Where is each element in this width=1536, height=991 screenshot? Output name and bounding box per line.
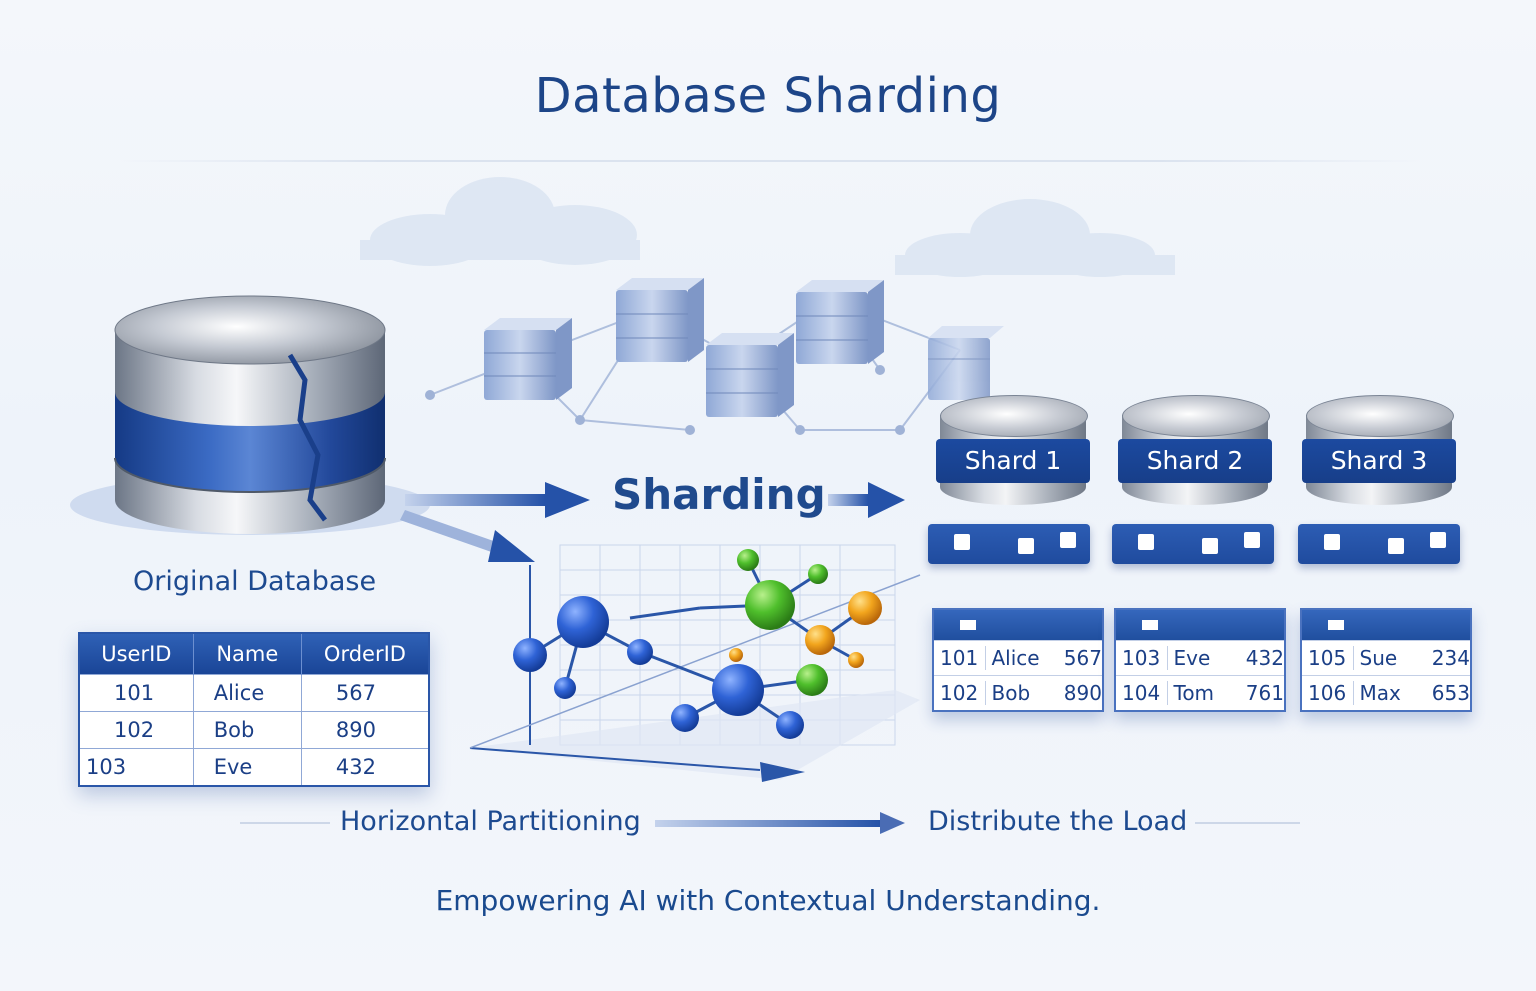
title-divider — [120, 160, 1420, 162]
table-cell: 101 — [79, 674, 194, 712]
table-cell: 102 — [79, 711, 194, 749]
table-row: 101 Alice 567 — [79, 674, 429, 712]
flow-arrow-icon — [655, 812, 905, 834]
table-cell: 653 — [1431, 681, 1470, 705]
table-cell: Tom — [1173, 681, 1215, 705]
server-icon — [616, 278, 704, 362]
network-nodes — [425, 365, 905, 435]
server-icon — [706, 333, 794, 417]
cloud-right — [895, 199, 1175, 277]
table-header-row: UserID Name OrderID — [79, 633, 429, 675]
original-database-label: Original Database — [133, 566, 377, 597]
shard-1-puzzle-icon — [928, 524, 1090, 564]
table-row: 102 Bob 890 — [934, 675, 1102, 710]
plane-frame — [469, 565, 921, 782]
column-header: Name — [193, 633, 302, 675]
table-row: 105 Sue 234 — [1302, 640, 1470, 675]
sharding-label: Sharding — [612, 470, 826, 519]
table-cell: 890 — [1063, 681, 1102, 705]
table-row: 103 Eve 432 — [79, 748, 429, 786]
horizontal-partitioning-label: Horizontal Partitioning — [340, 806, 641, 837]
server-icon — [928, 326, 1004, 400]
shard-2-label: Shard 2 — [1118, 439, 1272, 483]
table-cell: 105 — [1302, 646, 1354, 670]
table-row: 102 Bob 890 — [79, 711, 429, 749]
table-row: 106 Max 653 — [1302, 675, 1470, 710]
table-cell: Bob — [991, 681, 1031, 705]
table-cell: 103 — [1116, 646, 1168, 670]
table-cell: 567 — [301, 674, 429, 712]
table-cell: Max — [1359, 681, 1401, 705]
table-row: 104 Tom 761 — [1116, 675, 1284, 710]
table-cell: 102 — [934, 681, 986, 705]
shard-1-database-icon: Shard 1 — [936, 395, 1090, 510]
shard-3-database-icon: Shard 3 — [1302, 395, 1456, 510]
arrow-right-icon — [828, 482, 905, 518]
table-cell: 106 — [1302, 681, 1354, 705]
column-header: OrderID — [301, 633, 429, 675]
shard-1-label: Shard 1 — [936, 439, 1090, 483]
table-cell: Alice — [991, 646, 1040, 670]
column-header: UserID — [79, 633, 194, 675]
database-icon — [70, 295, 430, 535]
shard-1-table: 101 Alice 567 102 Bob 890 — [932, 608, 1104, 712]
cloud-left — [360, 177, 640, 266]
shard-2-puzzle-icon — [1112, 524, 1274, 564]
table-cell: 432 — [1245, 646, 1284, 670]
table-cell: Sue — [1359, 646, 1398, 670]
table-cell: 234 — [1431, 646, 1470, 670]
page-title: Database Sharding — [534, 68, 1002, 124]
table-cell: 101 — [934, 646, 986, 670]
shard-2-database-icon: Shard 2 — [1118, 395, 1272, 510]
table-cell: 890 — [301, 711, 429, 749]
original-database-table: UserID Name OrderID 101 Alice 567 102 Bo… — [78, 632, 430, 787]
table-cell: Eve — [1173, 646, 1211, 670]
table-cell: 761 — [1245, 681, 1284, 705]
table-cell: Eve — [193, 748, 302, 786]
distribute-load-label: Distribute the Load — [928, 806, 1188, 837]
arrow-right-icon — [405, 482, 590, 518]
table-cell: Bob — [193, 711, 302, 749]
server-icon — [796, 280, 884, 364]
shard-3-label: Shard 3 — [1302, 439, 1456, 483]
shard-3-table: 105 Sue 234 106 Max 653 — [1300, 608, 1472, 712]
table-cell: 104 — [1116, 681, 1168, 705]
arrow-diagonal-icon — [400, 510, 535, 562]
shard-2-table: 103 Eve 432 104 Tom 761 — [1114, 608, 1286, 712]
table-cell: Alice — [193, 674, 302, 712]
shard-3-puzzle-icon — [1298, 524, 1460, 564]
table-cell: 567 — [1063, 646, 1102, 670]
tagline: Empowering AI with Contextual Understand… — [435, 884, 1101, 917]
server-icon — [484, 318, 572, 400]
table-cell: 103 — [79, 748, 194, 786]
table-row: 101 Alice 567 — [934, 640, 1102, 675]
table-cell: 432 — [301, 748, 429, 786]
molecule-graphic — [513, 549, 882, 739]
table-row: 103 Eve 432 — [1116, 640, 1284, 675]
